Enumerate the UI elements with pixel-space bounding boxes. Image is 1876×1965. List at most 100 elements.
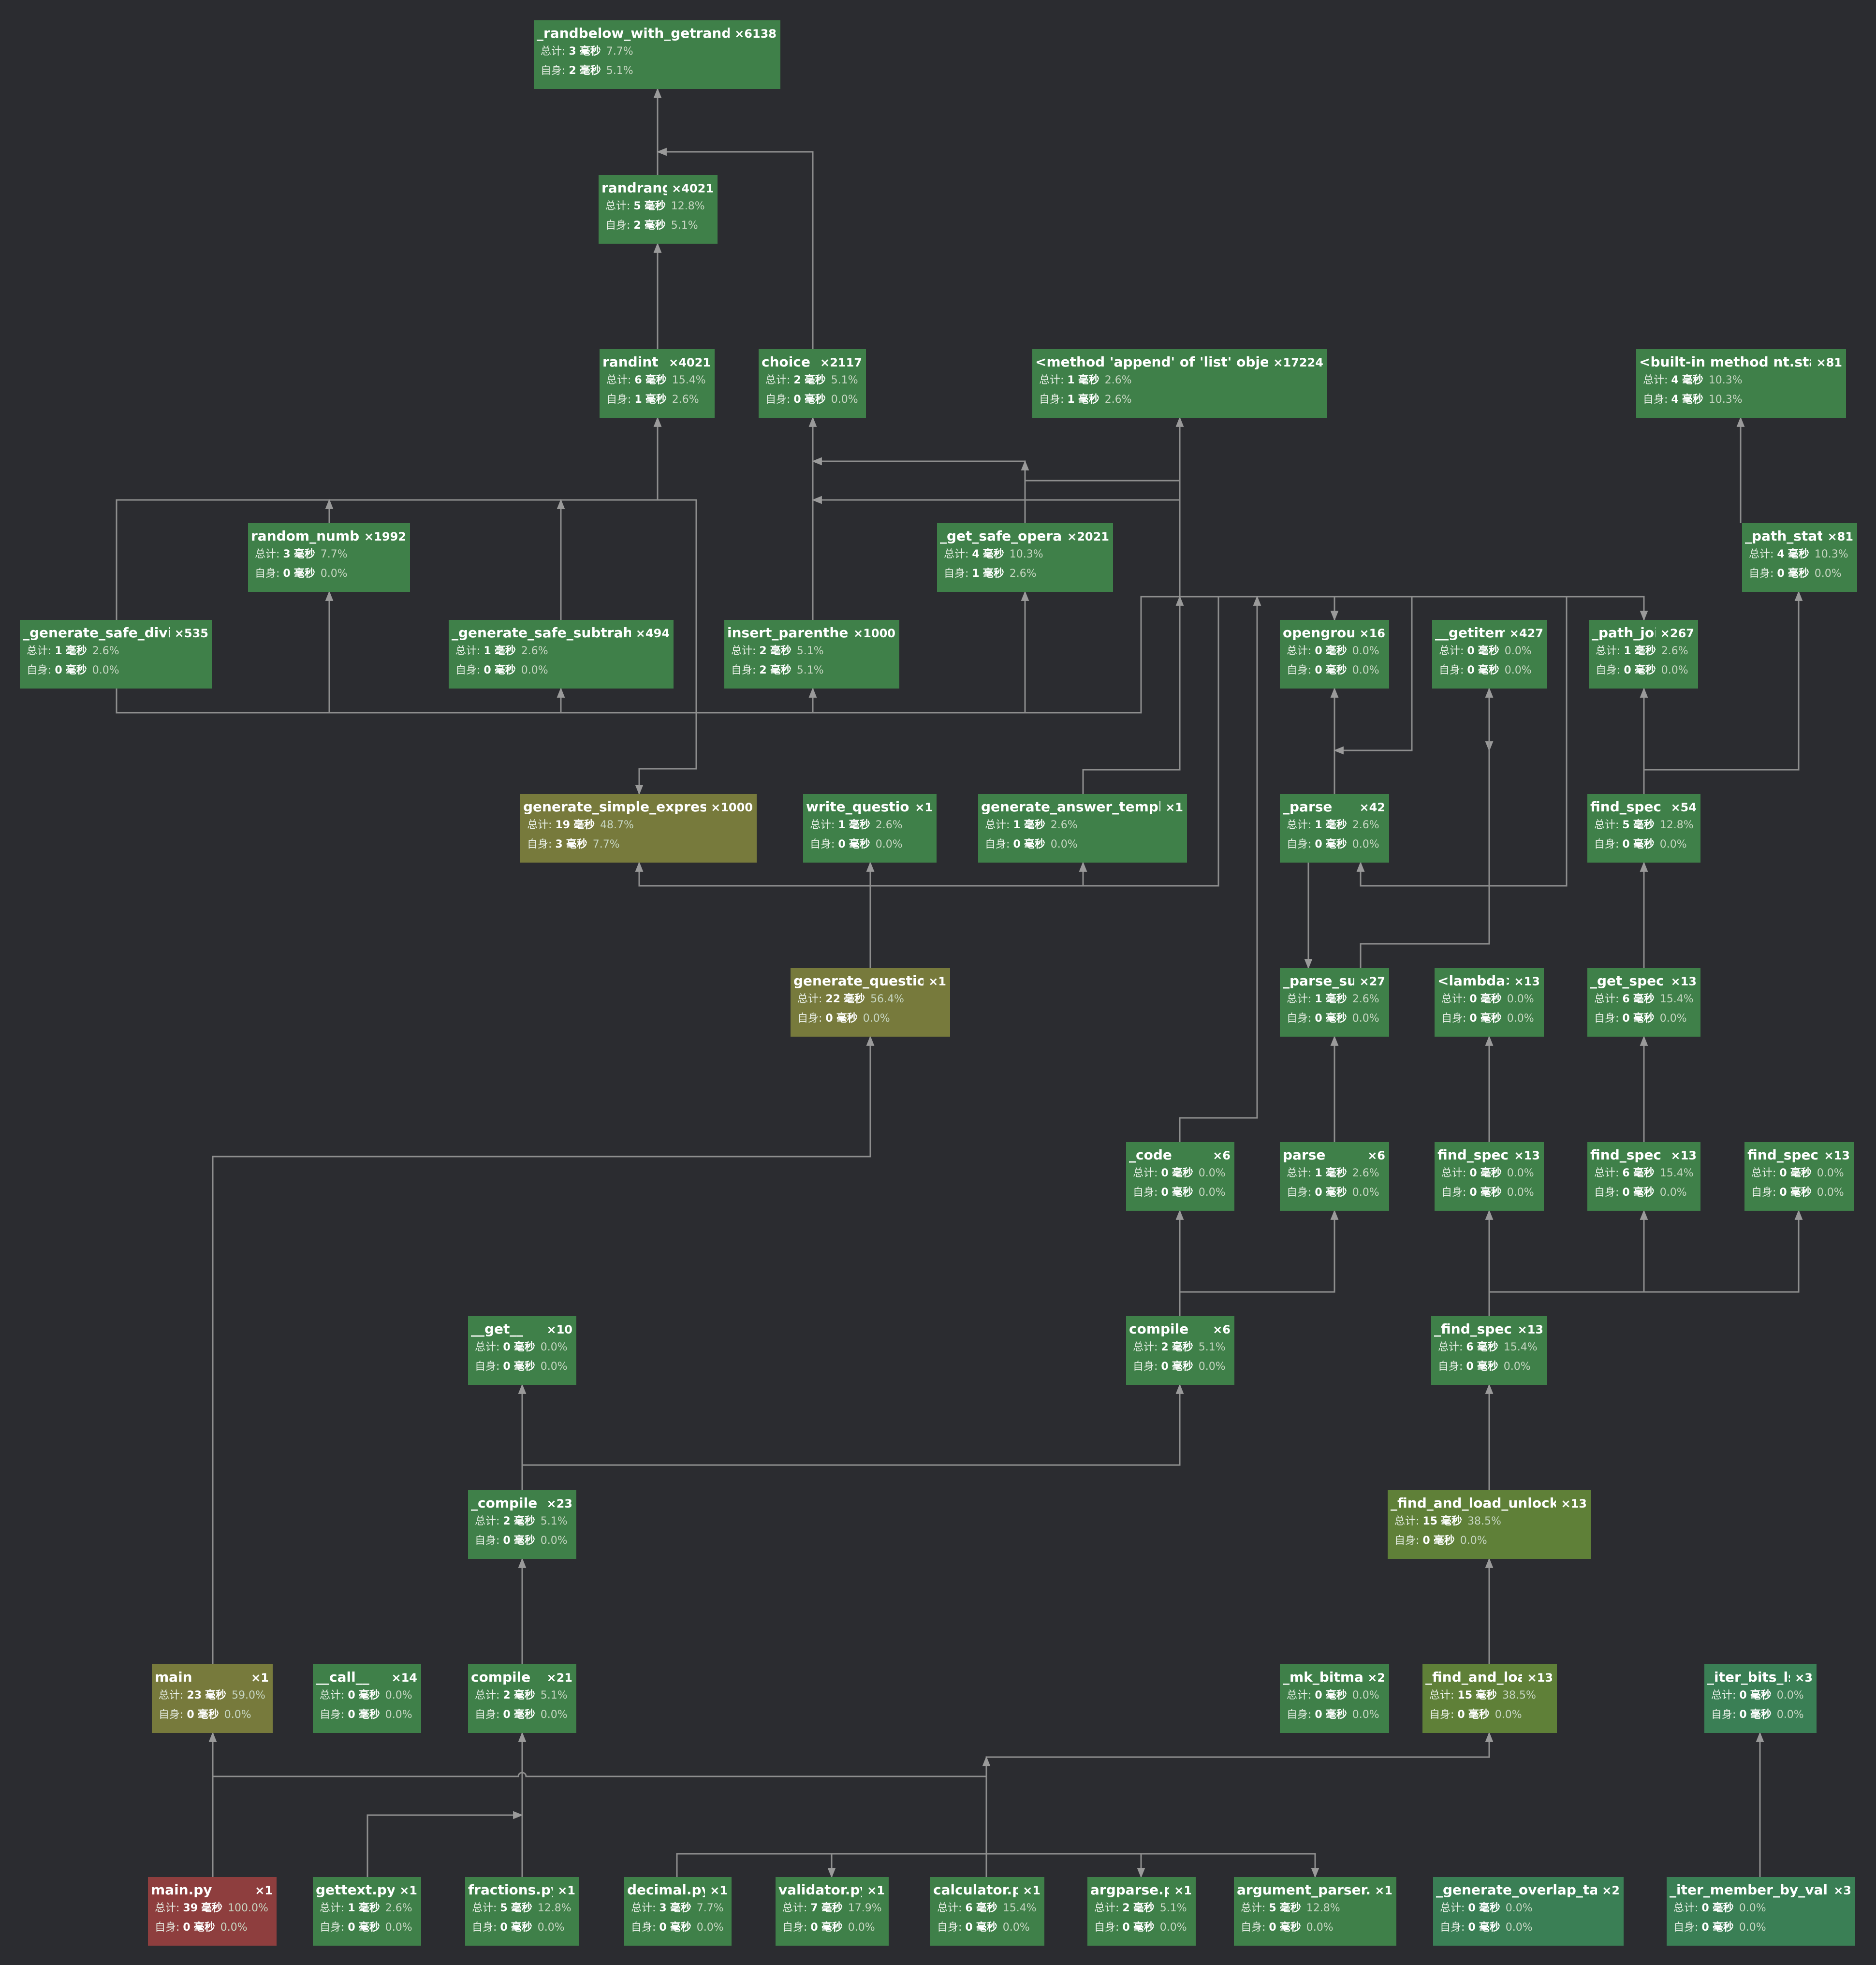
node-header: main.py×1 bbox=[151, 1882, 273, 1899]
function-name: generate_answer_template bbox=[981, 799, 1161, 815]
self-value: 0 bbox=[1161, 1361, 1169, 1373]
total-time-row: 总计: 19 毫秒 48.7% bbox=[523, 816, 753, 835]
call-node[interactable]: _generate_overlap_table×2总计: 0 毫秒 0.0%自身… bbox=[1433, 1877, 1624, 1946]
call-node[interactable]: write_questions×1总计: 1 毫秒 2.6%自身: 0 毫秒 0… bbox=[803, 794, 937, 863]
call-edge bbox=[366, 1811, 524, 1877]
call-edge bbox=[656, 147, 814, 349]
call-edge bbox=[522, 1383, 1184, 1466]
total-value: 19 bbox=[555, 819, 571, 831]
self-label: 自身: bbox=[1287, 838, 1312, 851]
call-node[interactable]: generate_answer_template×1总计: 1 毫秒 2.6%自… bbox=[978, 794, 1187, 863]
total-value: 3 bbox=[659, 1902, 667, 1914]
total-label: 总计: bbox=[810, 819, 835, 831]
total-percent: 59.0% bbox=[232, 1689, 265, 1701]
total-label: 总计: bbox=[159, 1689, 184, 1701]
call-node[interactable]: argument_parser.py×1总计: 5 毫秒 12.8%自身: 0 … bbox=[1234, 1877, 1396, 1946]
call-count: ×23 bbox=[546, 1497, 572, 1510]
call-node[interactable]: _iter_bits_lsb×3总计: 0 毫秒 0.0%自身: 0 毫秒 0.… bbox=[1704, 1664, 1817, 1733]
self-label: 自身: bbox=[255, 568, 280, 580]
call-node[interactable]: _mk_bitmap×2总计: 0 毫秒 0.0%自身: 0 毫秒 0.0% bbox=[1280, 1664, 1389, 1733]
self-percent: 0.0% bbox=[863, 1012, 890, 1025]
total-label: 总计: bbox=[937, 1902, 962, 1914]
self-value: 0 bbox=[484, 664, 491, 676]
node-header: _path_stat×81 bbox=[1745, 528, 1853, 545]
function-name: randrange bbox=[601, 180, 667, 196]
total-percent: 17.9% bbox=[848, 1902, 882, 1914]
total-time-row: 总计: 2 毫秒 5.1% bbox=[762, 371, 862, 390]
call-node[interactable]: calculator.py×1总计: 6 毫秒 15.4%自身: 0 毫秒 0.… bbox=[930, 1877, 1044, 1946]
call-node[interactable]: <method 'append' of 'list' objects>×1722… bbox=[1032, 349, 1327, 418]
self-value: 0 bbox=[187, 1709, 194, 1721]
self-percent: 0.0% bbox=[1352, 1012, 1379, 1025]
call-node[interactable]: generate_questions×1总计: 22 毫秒 56.4%自身: 0… bbox=[791, 968, 950, 1037]
self-value: 0 bbox=[1315, 1187, 1322, 1199]
self-time-row: 自身: 1 毫秒 2.6% bbox=[602, 390, 711, 410]
function-name: argument_parser.py bbox=[1237, 1882, 1370, 1898]
total-value: 0 bbox=[1315, 1689, 1322, 1701]
node-header: _randbelow_with_getrandbits×6138 bbox=[537, 25, 777, 42]
time-unit: 毫秒 bbox=[1750, 1709, 1772, 1721]
total-time-row: 总计: 5 毫秒 12.8% bbox=[468, 1899, 575, 1918]
self-label: 自身: bbox=[1711, 1709, 1736, 1721]
node-header: randrange×4021 bbox=[601, 180, 714, 197]
call-count: ×494 bbox=[635, 627, 670, 640]
time-unit: 毫秒 bbox=[644, 220, 666, 232]
time-unit: 毫秒 bbox=[821, 1921, 843, 1934]
self-value: 1 bbox=[634, 394, 642, 406]
time-unit: 毫秒 bbox=[358, 1709, 380, 1721]
function-name: _generate_safe_subtrahend bbox=[452, 625, 631, 641]
total-label: 总计: bbox=[527, 819, 552, 831]
total-label: 总计: bbox=[1438, 1341, 1463, 1353]
self-value: 2 bbox=[759, 664, 767, 676]
total-value: 6 bbox=[965, 1902, 973, 1914]
call-node[interactable]: argparse.py×1总计: 2 毫秒 5.1%自身: 0 毫秒 0.0% bbox=[1087, 1877, 1196, 1946]
call-node[interactable]: _iter_member_by_value_×3总计: 0 毫秒 0.0%自身:… bbox=[1667, 1877, 1855, 1946]
time-unit: 毫秒 bbox=[1479, 1921, 1500, 1934]
total-percent: 0.0% bbox=[540, 1341, 568, 1353]
self-label: 自身: bbox=[472, 1921, 497, 1934]
call-count: ×13 bbox=[1527, 1671, 1553, 1685]
total-value: 39 bbox=[183, 1902, 198, 1914]
time-unit: 毫秒 bbox=[1633, 819, 1655, 831]
call-count: ×3 bbox=[1833, 1884, 1851, 1897]
